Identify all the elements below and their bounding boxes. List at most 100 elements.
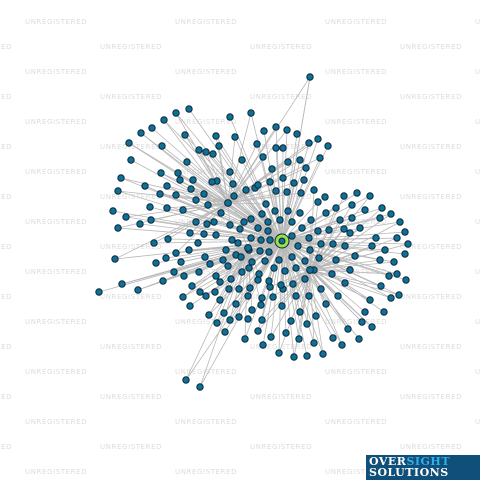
graph-node[interactable] [136,220,144,228]
graph-node[interactable] [265,248,273,256]
graph-node[interactable] [376,256,384,264]
graph-node[interactable] [172,191,180,199]
graph-node[interactable] [393,234,401,242]
graph-node[interactable] [114,187,122,195]
graph-node[interactable] [272,187,280,195]
graph-node[interactable] [368,242,376,250]
graph-node[interactable] [387,294,395,302]
graph-node[interactable] [404,240,412,248]
graph-node[interactable] [284,207,292,215]
graph-node[interactable] [306,246,314,254]
graph-node[interactable] [340,192,348,200]
graph-node[interactable] [316,154,324,162]
graph-node[interactable] [303,320,311,328]
graph-node[interactable] [231,133,239,141]
graph-node[interactable] [254,224,262,232]
graph-node[interactable] [238,156,246,164]
graph-node[interactable] [262,200,270,208]
graph-node[interactable] [257,301,265,309]
graph-node[interactable] [212,231,220,239]
graph-node[interactable] [366,192,374,200]
graph-node[interactable] [279,144,287,152]
graph-node[interactable] [226,221,234,229]
graph-node[interactable] [288,232,296,240]
graph-node[interactable] [246,284,254,292]
graph-node[interactable] [281,267,289,275]
graph-node[interactable] [278,302,286,310]
graph-node[interactable] [277,281,285,289]
graph-node[interactable] [292,292,300,300]
graph-node[interactable] [396,218,404,226]
graph-node[interactable] [127,156,135,164]
graph-node[interactable] [95,288,103,296]
graph-node[interactable] [264,218,272,226]
graph-node[interactable] [284,158,292,166]
graph-node[interactable] [314,227,322,235]
graph-node[interactable] [334,292,342,300]
graph-node[interactable] [172,109,180,117]
graph-node[interactable] [247,234,255,242]
graph-node[interactable] [264,227,272,235]
graph-node[interactable] [290,353,298,361]
graph-node[interactable] [322,209,330,217]
graph-node[interactable] [296,156,304,164]
graph-node[interactable] [377,282,385,290]
graph-node[interactable] [258,316,266,324]
graph-node[interactable] [164,235,172,243]
graph-node[interactable] [290,179,298,187]
graph-node[interactable] [183,158,191,166]
graph-node[interactable] [192,218,200,226]
graph-node[interactable] [220,309,228,317]
graph-node[interactable] [247,215,255,223]
graph-node[interactable] [219,256,227,264]
graph-node[interactable] [295,335,303,343]
graph-node[interactable] [341,279,349,287]
graph-node[interactable] [356,224,364,232]
graph-node[interactable] [317,285,325,293]
graph-node[interactable] [235,285,243,293]
graph-node[interactable] [293,130,301,138]
graph-node[interactable] [163,182,171,190]
graph-node[interactable] [378,204,386,212]
graph-node[interactable] [287,317,295,325]
graph-node[interactable] [387,210,395,218]
graph-node[interactable] [244,292,252,300]
graph-hub-node[interactable] [244,244,252,252]
graph-node[interactable] [288,253,296,261]
graph-node[interactable] [266,283,274,291]
graph-node[interactable] [261,257,269,265]
graph-node[interactable] [111,255,119,263]
graph-node[interactable] [158,142,166,150]
graph-node[interactable] [201,253,209,261]
graph-node[interactable] [395,291,403,299]
graph-node[interactable] [305,234,313,242]
graph-node[interactable] [224,262,232,270]
graph-node[interactable] [402,276,410,284]
graph-node[interactable] [188,282,196,290]
graph-node[interactable] [216,278,224,286]
graph-node[interactable] [141,182,149,190]
graph-node[interactable] [236,225,244,233]
graph-node[interactable] [312,312,320,320]
graph-node[interactable] [348,201,356,209]
graph-node[interactable] [276,216,284,224]
graph-node[interactable] [122,213,130,221]
focus-node-core[interactable] [278,237,286,245]
graph-node[interactable] [319,350,327,358]
graph-node[interactable] [390,258,398,266]
graph-node[interactable] [209,150,217,158]
graph-node[interactable] [245,264,253,272]
graph-node[interactable] [336,216,344,224]
graph-hub-node[interactable] [306,266,314,274]
graph-node[interactable] [275,349,283,357]
graph-node[interactable] [348,214,356,222]
graph-node[interactable] [361,308,369,316]
graph-node[interactable] [177,258,185,266]
graph-node[interactable] [238,268,246,276]
graph-node[interactable] [321,193,329,201]
graph-node[interactable] [185,105,193,113]
graph-node[interactable] [216,296,224,304]
graph-node[interactable] [134,286,142,294]
graph-node[interactable] [235,313,243,321]
graph-node[interactable] [226,316,234,324]
